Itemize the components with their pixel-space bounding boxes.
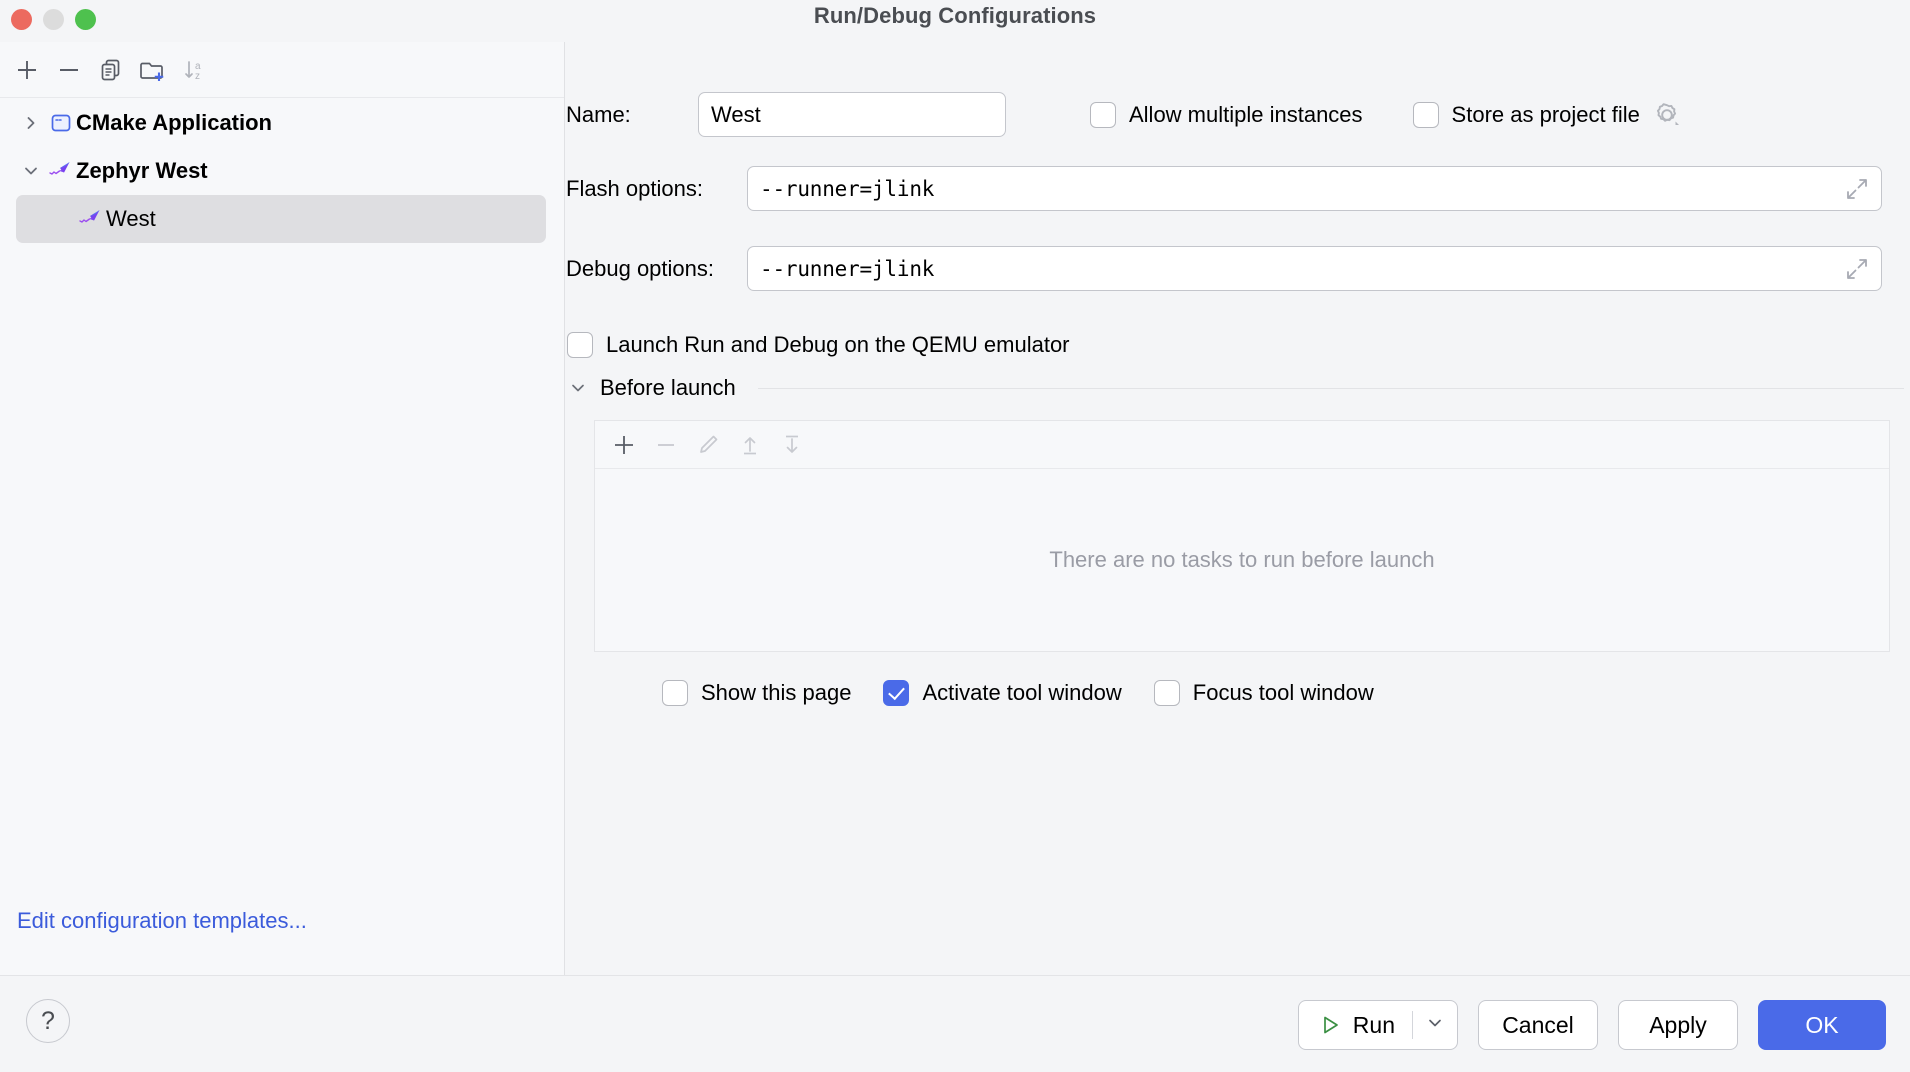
maximize-window-button[interactable] (75, 9, 96, 30)
play-triangle-icon (1318, 1013, 1342, 1037)
checkbox-box[interactable] (883, 680, 910, 706)
before-launch-header[interactable]: Before launch (566, 375, 1910, 401)
move-task-down-button[interactable] (771, 424, 813, 466)
move-task-up-button[interactable] (729, 424, 771, 466)
expand-diagonal-icon[interactable] (1844, 256, 1870, 282)
footer-divider (0, 975, 1910, 976)
name-label: Name: (566, 101, 631, 127)
configurations-tree: CMake Application (0, 99, 564, 243)
sort-configurations-button[interactable]: a z (174, 49, 216, 91)
checkbox-label: Store as project file (1451, 101, 1640, 127)
allow-multiple-instances-checkbox[interactable]: Allow multiple instances (1090, 101, 1363, 128)
store-as-project-file-checkbox[interactable]: Store as project file (1412, 101, 1640, 128)
checkbox-label: Focus tool window (1192, 680, 1374, 705)
debug-options-label: Debug options: (566, 255, 714, 281)
name-row: Name: West Allow multiple instances Stor… (566, 92, 1910, 137)
run-button-divider (1412, 1011, 1413, 1039)
checkbox-box[interactable] (1153, 680, 1180, 706)
minimize-window-button[interactable] (43, 9, 64, 30)
checkbox-box[interactable] (662, 680, 688, 706)
flash-options-label: Flash options: (566, 175, 703, 201)
close-window-button[interactable] (11, 9, 32, 30)
edit-configuration-templates-link[interactable]: Edit configuration templates... (17, 908, 307, 933)
zephyr-kite-icon (76, 206, 106, 232)
tree-item-zephyr-west[interactable]: Zephyr West (0, 147, 564, 195)
checkbox-box[interactable] (1412, 101, 1439, 128)
checkbox-label: Allow multiple instances (1129, 101, 1363, 127)
configurations-sidebar: a z CMake Application (0, 42, 565, 975)
flash-options-input[interactable]: --runner=jlink (747, 166, 1882, 211)
before-launch-options: Show this page Activate tool window Focu… (662, 680, 1374, 706)
flash-options-row: Flash options: --runner=jlink (566, 166, 1910, 211)
checkbox-box[interactable] (567, 332, 593, 358)
before-launch-task-panel: There are no tasks to run before launch (594, 420, 1890, 652)
tree-item-cmake-application[interactable]: CMake Application (0, 99, 564, 147)
checkbox-box[interactable] (1090, 101, 1116, 128)
run-dropdown-button[interactable] (1413, 1001, 1457, 1049)
tree-item-label: Zephyr West (76, 158, 208, 183)
copy-configuration-button[interactable] (90, 49, 132, 91)
apply-button[interactable]: Apply (1618, 1000, 1738, 1050)
title-bar: Run/Debug Configurations (0, 0, 1910, 42)
chevron-down-icon[interactable] (566, 379, 590, 397)
cmake-application-icon (46, 110, 76, 136)
debug-options-row: Debug options: --runner=jlink (566, 246, 1910, 291)
show-this-page-checkbox[interactable]: Show this page (662, 680, 851, 706)
sidebar-toolbar: a z (0, 42, 564, 98)
chevron-down-icon (1426, 1014, 1444, 1037)
zephyr-kite-icon (46, 158, 76, 184)
remove-task-button[interactable] (645, 424, 687, 466)
remove-configuration-button[interactable] (48, 49, 90, 91)
help-icon[interactable]: ? (26, 999, 70, 1043)
gear-icon[interactable] (1652, 100, 1682, 130)
tree-item-label: CMake Application (76, 110, 272, 135)
expand-diagonal-icon[interactable] (1844, 176, 1870, 202)
chevron-down-icon[interactable] (16, 162, 46, 180)
name-input[interactable]: West (698, 92, 1006, 137)
svg-text:a: a (195, 61, 201, 72)
before-launch-empty-message: There are no tasks to run before launch (1049, 547, 1435, 572)
checkbox-label: Activate tool window (922, 680, 1122, 705)
add-configuration-button[interactable] (6, 49, 48, 91)
configuration-editor-pane: Name: West Allow multiple instances Stor… (566, 42, 1910, 975)
run-button-label: Run (1352, 1011, 1395, 1038)
before-launch-title: Before launch (600, 375, 736, 400)
debug-options-input[interactable]: --runner=jlink (747, 246, 1882, 291)
checkbox-label: Launch Run and Debug on the QEMU emulato… (606, 332, 1070, 357)
footer-buttons: Run Cancel Apply OK (1297, 1000, 1886, 1050)
ok-button[interactable]: OK (1758, 1000, 1886, 1050)
launch-qemu-checkbox[interactable]: Launch Run and Debug on the QEMU emulato… (567, 332, 1070, 358)
page-title: Run/Debug Configurations (813, 3, 1097, 28)
tree-item-west[interactable]: West (16, 195, 546, 243)
chevron-right-icon[interactable] (16, 114, 46, 132)
before-launch-toolbar (595, 421, 1889, 469)
activate-tool-window-checkbox[interactable]: Activate tool window (883, 680, 1122, 706)
tree-item-label: West (106, 206, 156, 231)
section-divider (757, 387, 1904, 389)
cancel-button[interactable]: Cancel (1478, 1000, 1598, 1050)
run-split-button[interactable]: Run (1297, 1000, 1458, 1050)
focus-tool-window-checkbox[interactable]: Focus tool window (1153, 680, 1374, 706)
checkbox-label: Show this page (701, 680, 852, 705)
svg-text:z: z (195, 71, 200, 82)
new-folder-button[interactable] (132, 49, 174, 91)
traffic-lights (11, 9, 96, 30)
run-button[interactable]: Run (1299, 1001, 1412, 1049)
add-task-button[interactable] (603, 424, 645, 466)
dialog-footer: ? Run (0, 976, 1910, 1072)
edit-task-button[interactable] (687, 424, 729, 466)
